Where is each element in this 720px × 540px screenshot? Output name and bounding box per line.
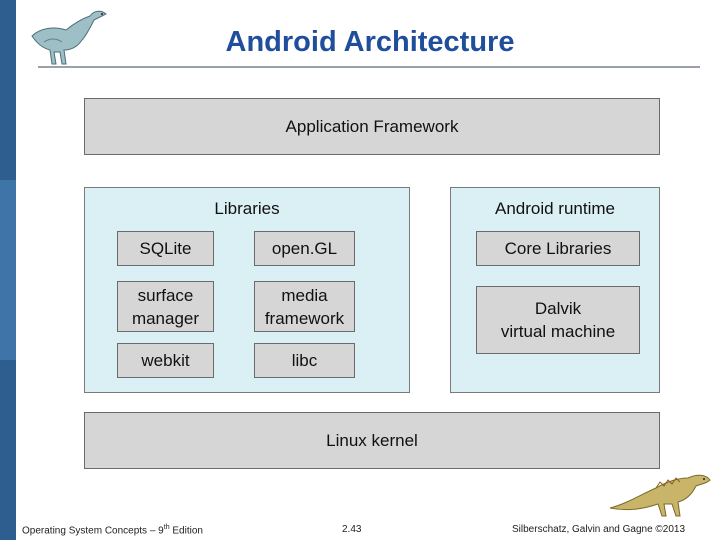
- library-sqlite-label: SQLite: [139, 239, 192, 258]
- footer-copyright: Silberschatz, Galvin and Gagne ©2013: [512, 524, 686, 535]
- android-runtime-title: Android runtime: [494, 199, 615, 218]
- library-sqlite: SQLite: [117, 231, 214, 266]
- runtime-dalvik-vm-label: Dalvik virtual machine: [500, 299, 616, 341]
- dinosaur-logo-top: [31, 10, 107, 65]
- footer-edition-sup: th: [163, 524, 170, 531]
- library-opengl: open.GL: [254, 231, 355, 266]
- dinosaur-logo-bottom: [609, 474, 711, 517]
- slide-title: Android Architecture: [225, 26, 515, 58]
- library-libc: libc: [254, 343, 355, 378]
- library-webkit: webkit: [117, 343, 214, 378]
- title-divider: [38, 66, 700, 68]
- application-framework-label: Application Framework: [285, 117, 459, 136]
- runtime-core-libraries-label: Core Libraries: [504, 239, 612, 258]
- footer-edition: Operating System Concepts – 9th Edition: [22, 524, 203, 536]
- library-webkit-label: webkit: [141, 351, 190, 370]
- left-sidebar-bar: [0, 0, 16, 540]
- linux-kernel-layer: Linux kernel: [84, 412, 660, 469]
- library-media-framework-label: media framework: [264, 285, 345, 328]
- runtime-core-libraries: Core Libraries: [476, 231, 640, 266]
- libraries-title: Libraries: [214, 199, 280, 218]
- footer-edition-text: Operating System Concepts – 9: [22, 525, 164, 537]
- footer-page-number: 2.43: [342, 524, 362, 535]
- library-surface-manager: surface manager: [117, 281, 214, 332]
- footer-edition-suffix: Edition: [169, 525, 203, 537]
- library-libc-label: libc: [291, 351, 318, 370]
- library-opengl-label: open.GL: [271, 239, 338, 258]
- runtime-dalvik-vm: Dalvik virtual machine: [476, 286, 640, 354]
- library-media-framework: media framework: [254, 281, 355, 332]
- linux-kernel-label: Linux kernel: [326, 431, 418, 450]
- library-surface-manager-label: surface manager: [131, 285, 200, 328]
- application-framework-layer: Application Framework: [84, 98, 660, 155]
